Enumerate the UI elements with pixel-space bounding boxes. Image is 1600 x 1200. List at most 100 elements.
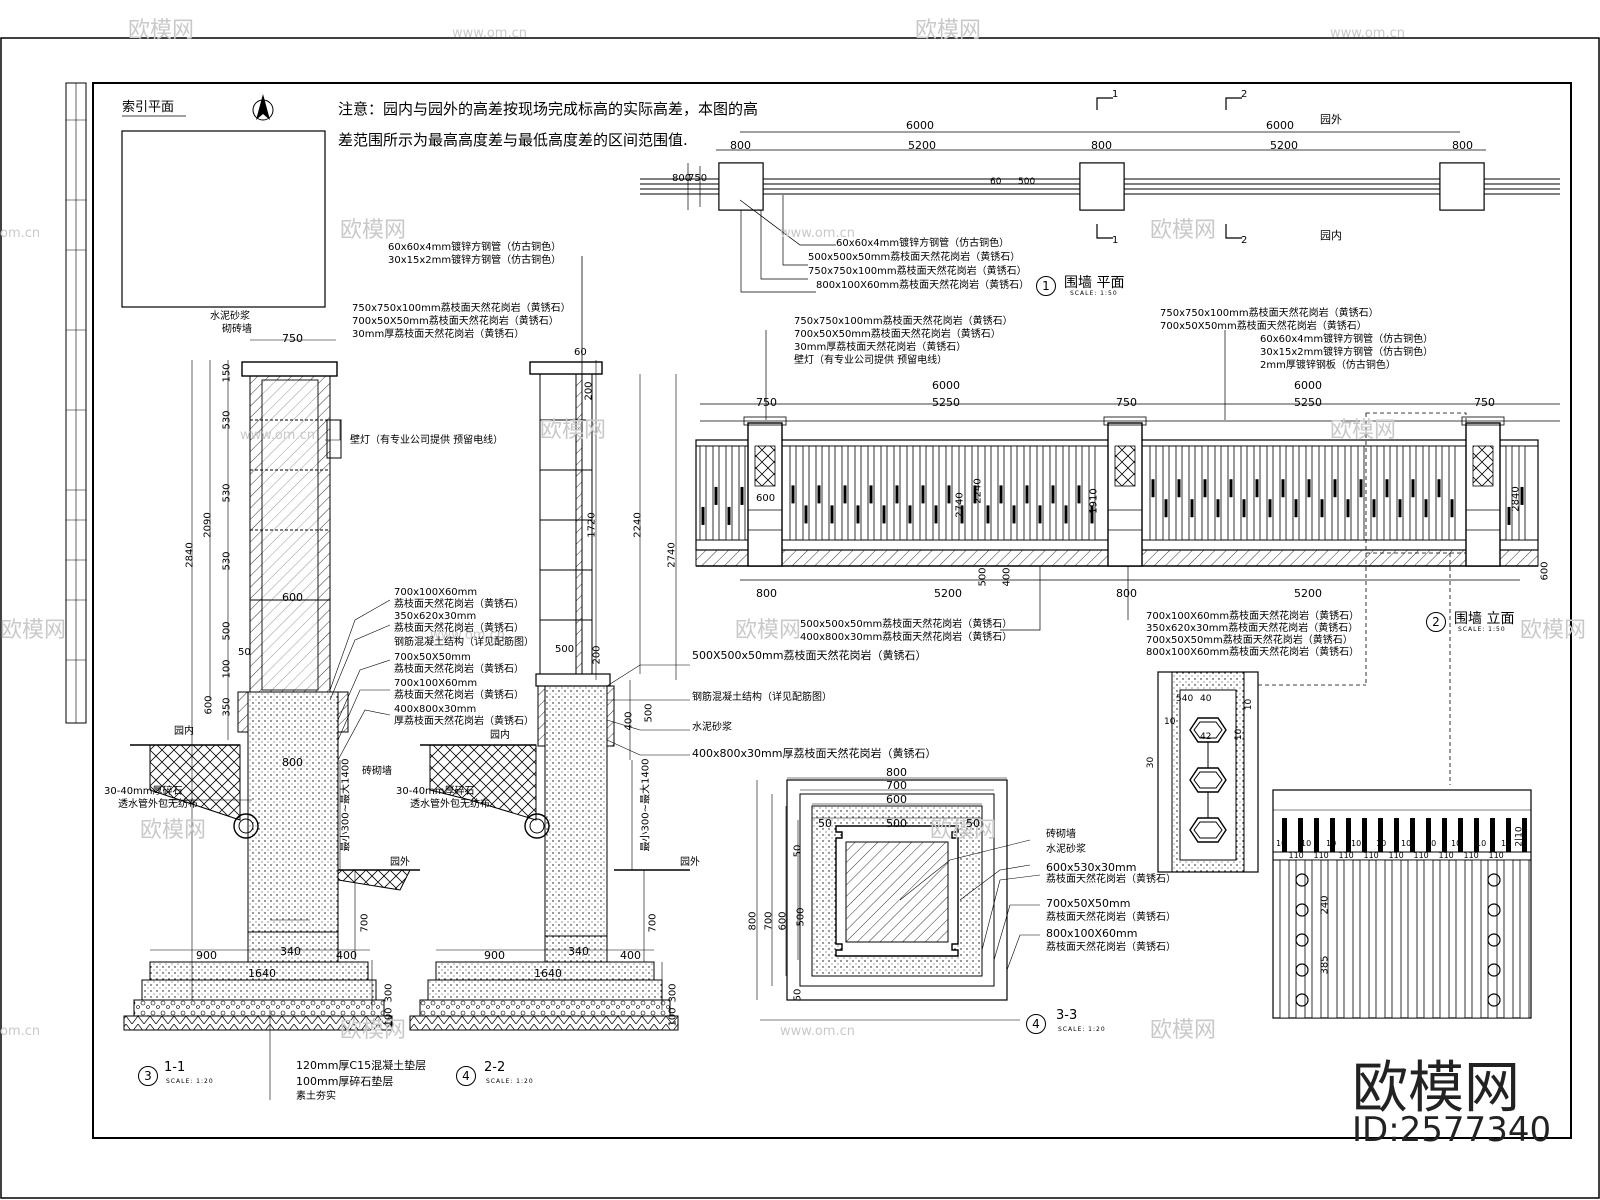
plan-inside-label: 园内 (1320, 229, 1342, 242)
fence-detail-dim: 110 (1363, 851, 1379, 860)
s22-dim-v: 200 (591, 645, 603, 665)
s11-dim-v: 350 (221, 697, 233, 717)
fence-detail-ring (1487, 993, 1501, 1007)
watermark-url: www.om.cn (430, 628, 505, 643)
s22-dim-v: 700 (647, 913, 659, 933)
elev-callout: 30mm厚荔枝面天然花岗岩（黄锈石） (794, 342, 967, 353)
fence-detail-dim: 10 (1476, 839, 1487, 848)
plan-title: 围墙 平面 (1064, 275, 1125, 291)
fence-detail-ring (1295, 873, 1309, 887)
fence-detail-bar (1343, 859, 1354, 1019)
fence-bar (1505, 445, 1513, 541)
fence-bar (854, 445, 862, 541)
watermark-logo: 欧模网 (915, 18, 982, 43)
fence-bar (1088, 445, 1096, 541)
fence-bar-insert (908, 505, 912, 524)
fence-bar-insert (727, 506, 731, 525)
plan-callout: 750x750x100mm荔枝面天然花岗岩（黄锈石） (808, 266, 1027, 277)
elev-dim-bottom: 5200 (934, 587, 962, 600)
fence-detail-top (1426, 818, 1431, 852)
fence-detail-top (1362, 818, 1367, 852)
fence-bar-insert (740, 486, 744, 505)
plan-outside-label: 园外 (1320, 113, 1342, 126)
s11-drawing-number: 3 (138, 1066, 158, 1086)
fence-detail-ring (1487, 963, 1501, 977)
s22-dim-h: 340 (568, 945, 589, 958)
fence-bar (1422, 445, 1430, 541)
fence-bar (932, 445, 940, 541)
s11-inside: 园内 (174, 726, 194, 737)
fence-detail-ring (1295, 903, 1309, 917)
s33-callout: 800x100X60mm (1046, 927, 1138, 940)
hex-dim: 10 (1244, 698, 1255, 711)
fence-detail-top (1330, 818, 1335, 852)
s33-scale: SCALE: 1:20 (1058, 1026, 1106, 1033)
fence-bar-insert (1385, 479, 1389, 498)
fence-bar-insert (817, 485, 821, 504)
fence-bar-insert (1012, 505, 1016, 524)
fence-bar (1266, 445, 1274, 541)
fence-detail-dim: 10 (1451, 839, 1462, 848)
s11-dim-v: 300 (383, 983, 395, 1003)
s22-dim-h: 1640 (534, 967, 562, 980)
watermark-logo: 欧模网 (340, 1018, 407, 1043)
fence-bar-insert (882, 505, 886, 524)
elev-dim-top: 6000 (932, 379, 960, 392)
plan-scale: SCALE: 1:50 (1070, 290, 1118, 297)
s22-dim-h: 400 (620, 949, 641, 962)
fence-detail-top (1378, 818, 1383, 852)
s33-callout: 荔枝面天然花岗岩（黄锈石） (1046, 942, 1176, 953)
fence-bar-insert (1294, 499, 1298, 518)
fence-bar (1010, 445, 1018, 541)
s22-callout: 400x800x30mm厚荔枝面天然花岗岩（黄锈石） (692, 747, 937, 760)
fence-bar-insert (1242, 499, 1246, 518)
s11-dim-v: 530 (221, 410, 233, 430)
fence-bar-insert (1064, 505, 1068, 524)
s11-dim-v: 2090 (202, 512, 214, 538)
elev-dim: 5250 (932, 396, 960, 409)
s33-callout: 砖砌墙 (1046, 829, 1076, 840)
s33-dim-h: 50 (966, 817, 980, 830)
watermark-url: om.cn (0, 1024, 41, 1039)
fence-detail-top (1298, 818, 1303, 852)
watermark-logo: 欧模网 (735, 618, 802, 643)
s11-title: 1-1 (164, 1060, 186, 1075)
note-line-1: 注意：园内与园外的高差按现场完成标高的实际高差，本图的高 (338, 100, 759, 118)
s11-callout: 荔枝面天然花岗岩（黄锈石） (394, 599, 524, 610)
s22-dim-v: 500 (643, 703, 655, 723)
plan-callout: 800x100X60mm荔枝面天然花岗岩（黄锈石） (816, 280, 1030, 291)
watermark-url: www.om.cn (240, 428, 315, 443)
fence-bar (1240, 445, 1248, 541)
fence-detail-dim: 10 (1426, 839, 1437, 848)
elev-callout: 750x750x100mm荔枝面天然花岗岩（黄锈石） (1160, 308, 1379, 319)
note-line-2: 差范围所示为最高高度差与最低高度差的区间范围值. (338, 131, 688, 149)
s22-dim-v: 200 (583, 381, 595, 401)
fence-detail-bar (1439, 859, 1450, 1019)
s33-dim-h: 700 (886, 779, 907, 792)
section-mark: 1 (1112, 89, 1119, 100)
fence-detail-ring (1295, 993, 1309, 1007)
fence-bar-insert (1255, 479, 1259, 498)
watermark-logo: 欧模网 (340, 218, 407, 243)
watermark-logo: 欧模网 (0, 618, 67, 643)
elev-dim: 750 (1474, 396, 1495, 409)
s11-callout: 700x50X50mm (394, 652, 471, 663)
s22-dim-h: 500 (555, 644, 575, 655)
s22-dim-h: 900 (484, 949, 505, 962)
fence-bar-insert (1025, 485, 1029, 504)
fence-detail-top (1410, 818, 1415, 852)
s11-callout: 厚荔枝面天然花岗岩（黄锈石） (394, 716, 534, 727)
fence-bar-insert (1281, 479, 1285, 498)
watermark-logo: 欧模网 (140, 818, 207, 843)
elev-dim-v: 600 (1539, 561, 1551, 581)
fence-bar-insert (1437, 479, 1441, 498)
fence-bar-insert (1190, 499, 1194, 518)
elev-callout: 2mm厚镀锌钢板（仿古铜色） (1260, 360, 1396, 371)
elev-dim-v: 2240 (972, 478, 984, 504)
fence-detail-dim: 110 (1463, 851, 1479, 860)
fence-detail-dim-v: 385 (1319, 955, 1331, 975)
elev-dim-v: 2740 (954, 492, 966, 518)
s22-callout: 钢筋混凝土结构（详见配筋图） (692, 692, 832, 703)
s11-dim: 340 (280, 945, 301, 958)
plan-drawing-number: 1 (1036, 276, 1056, 296)
